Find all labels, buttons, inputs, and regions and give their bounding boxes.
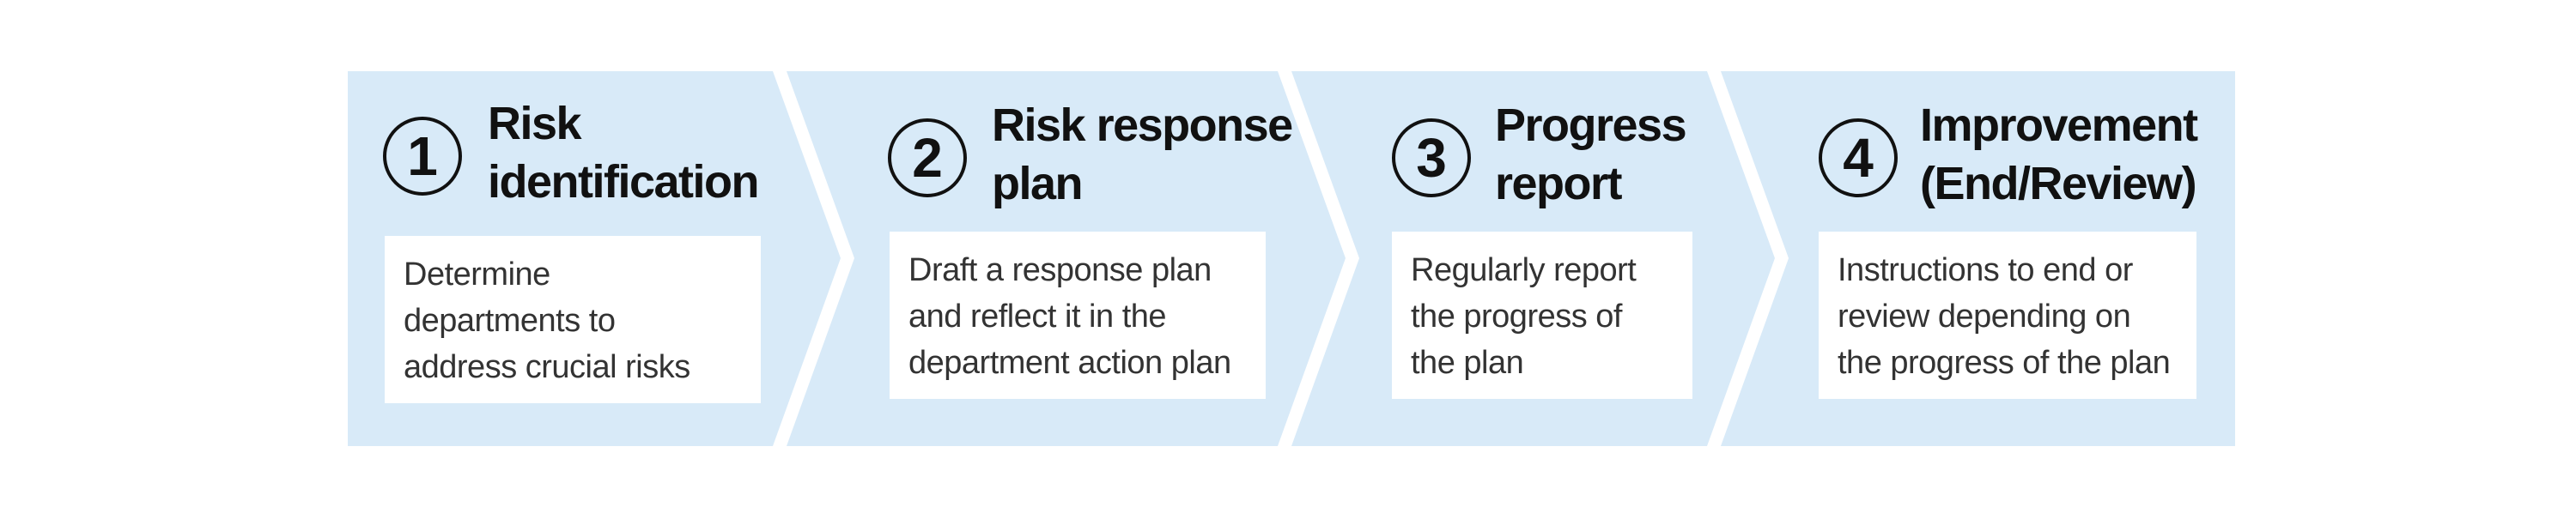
chevron-separator-1 [773,71,854,446]
chevron-separator-3 [1707,71,1789,446]
flow-panel-background [348,71,2235,446]
chevron-separator-2 [1278,71,1359,446]
